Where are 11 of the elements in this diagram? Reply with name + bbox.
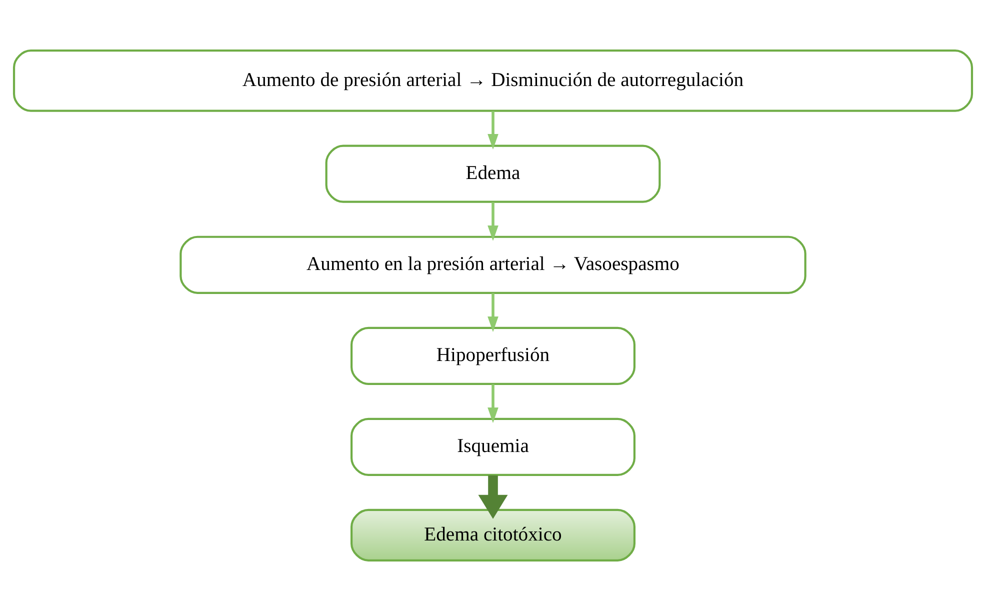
arrow [488, 202, 498, 240]
arrow [488, 110, 498, 149]
arrow [488, 384, 498, 422]
arrow [488, 292, 498, 332]
node-box: Aumento de presión arterial → Disminución de autorregulación [12, 49, 974, 112]
node-box: Hipoperfusión [350, 326, 636, 384]
node-box: Edema citotóxico [350, 508, 636, 561]
node-box: Edema [325, 144, 661, 202]
node-box: Aumento en la presión arterial → Vasoespasmo [180, 235, 806, 294]
arrow [478, 474, 508, 518]
node-box: Isquemia [350, 417, 636, 476]
